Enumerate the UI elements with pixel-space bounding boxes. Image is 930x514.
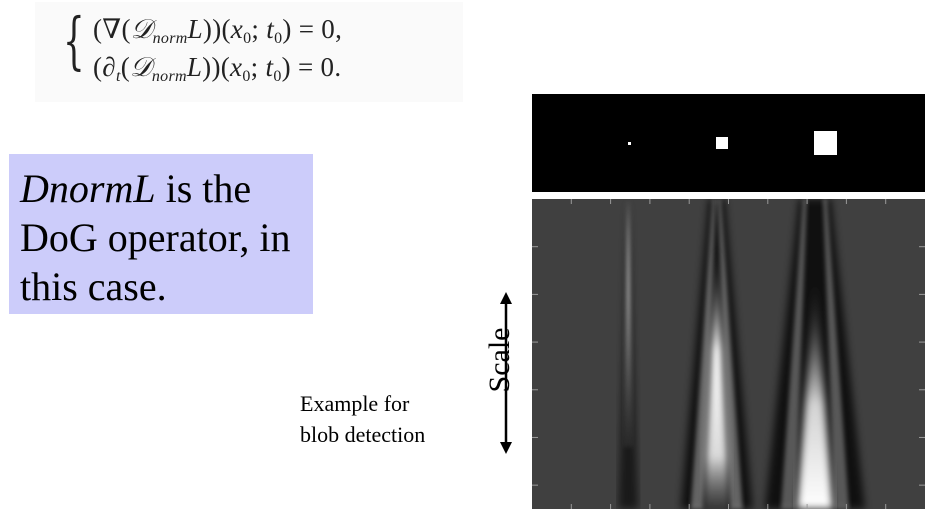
callout-body: is the DoG operator, in this case.: [20, 166, 291, 309]
ridge-large-core: [796, 276, 833, 509]
ridge-small: [623, 199, 634, 447]
example-caption: Example for blob detection: [300, 391, 426, 447]
callout-box: DnormL is the DoG operator, in this case…: [9, 154, 313, 314]
equation-line-1: (∇(𝒟normL))(x0; t0) = 0,: [93, 14, 343, 47]
scale-space-panel: [532, 199, 925, 509]
ridge-large-edge-left: [780, 199, 807, 509]
blob-medium: [716, 137, 728, 149]
ridge-medium-edge-left: [690, 199, 716, 509]
ridge-large-edge-right: [822, 199, 849, 509]
double-arrow-icon: [500, 292, 512, 454]
ridge-medium-edge-right: [717, 199, 743, 509]
equation-line-2: (∂t(𝒟normL))(x0; t0) = 0.: [93, 52, 342, 85]
blob-large: [814, 131, 837, 155]
scale-space-image: [532, 199, 925, 509]
equation-image: { (∇(𝒟normL))(x0; t0) = 0, (∂t(𝒟normL))(…: [35, 2, 463, 102]
ridge-medium-core: [702, 245, 731, 509]
callout-text: DnormL is the DoG operator, in this case…: [20, 164, 315, 311]
scale-label: Scale: [483, 327, 516, 393]
equation-brace: {: [63, 4, 85, 77]
blob-small: [628, 142, 631, 145]
callout-emphasis: DnormL: [20, 166, 156, 211]
blob-input-strip: [532, 94, 925, 192]
